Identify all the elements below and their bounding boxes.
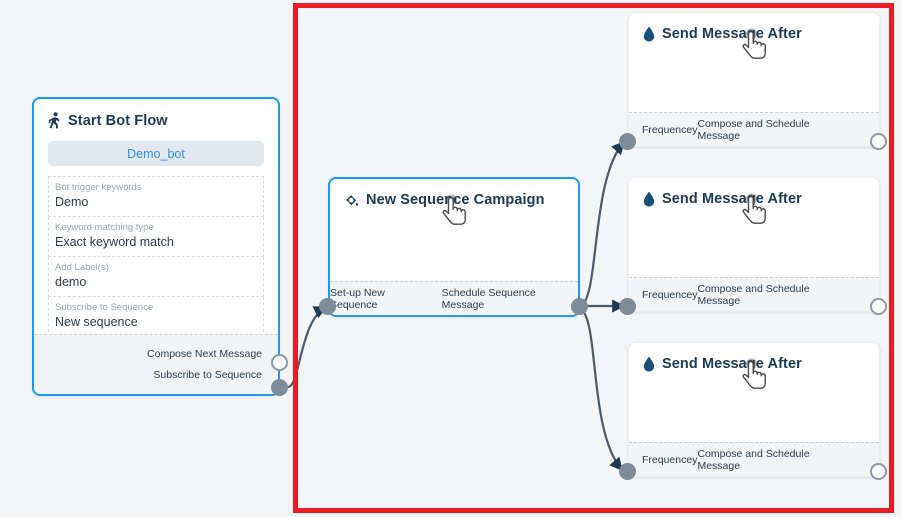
field-value: Demo [55,195,89,209]
hand-cursor-icon [731,25,777,69]
input-frequency[interactable]: Frequencey [642,288,698,301]
port-message-1-input[interactable] [619,133,636,150]
hand-cursor-icon [431,191,477,235]
water-drop-icon [643,356,655,372]
message-node-title: Send Message After [662,191,802,207]
field-bot-trigger-keywords[interactable]: Bot trigger keywords Demo [48,176,264,217]
start-node-footer: Compose Next Message Subscribe to Sequen… [34,334,278,394]
output-subscribe-to-sequence[interactable]: Subscribe to Sequence [153,369,262,381]
hand-cursor-icon [731,355,777,399]
water-drop-icon [643,191,655,207]
field-value: demo [55,275,87,289]
bot-name-label: Demo_bot [127,146,185,161]
output-compose-and-schedule-message[interactable]: Compose and Schedule Message [697,117,810,142]
node-new-sequence-campaign[interactable]: New Sequence Campaign Set-up New Sequenc… [328,177,580,317]
water-drop-icon [643,26,655,42]
port-subscribe-to-sequence[interactable] [271,379,288,396]
message-node-header: Send Message After [629,178,879,211]
port-compose-next-message[interactable] [271,354,288,371]
field-label: Add Label(s) [55,262,109,273]
sequence-node-footer: Set-up New Sequence Schedule Sequence Me… [330,281,578,315]
node-start-bot-flow[interactable]: Start Bot Flow Demo_bot Bot trigger keyw… [32,97,280,396]
field-label: Keyword matching type [55,222,154,233]
port-sequence-input[interactable] [319,298,336,315]
port-message-2-input[interactable] [619,298,636,315]
start-node-header: Start Bot Flow [34,99,278,133]
wire-sequence-to-message-1 [579,141,625,308]
message-node-footer: Frequencey Compose and Schedule Message [629,277,879,311]
sequence-node-title: New Sequence Campaign [366,192,545,208]
port-sequence-output[interactable] [571,298,588,315]
sequence-node-header: New Sequence Campaign [330,179,578,212]
wire-start-to-sequence [287,306,328,389]
message-node-header: Send Message After [629,13,879,46]
paint-pot-icon [344,193,359,208]
running-person-icon [48,112,61,129]
field-value: Exact keyword match [55,235,174,249]
input-frequency[interactable]: Frequencey [642,453,698,466]
start-node-fields: Bot trigger keywords Demo Keyword matchi… [48,176,264,337]
field-add-labels[interactable]: Add Label(s) demo [48,257,264,297]
node-send-message-after-3[interactable]: Send Message After Frequencey Compose an… [628,342,880,477]
node-send-message-after-2[interactable]: Send Message After Frequencey Compose an… [628,177,880,312]
port-message-3-output[interactable] [870,463,887,480]
field-keyword-matching-type[interactable]: Keyword matching type Exact keyword matc… [48,217,264,257]
output-compose-and-schedule-message[interactable]: Compose and Schedule Message [697,447,810,472]
message-node-title: Send Message After [662,356,802,372]
port-message-2-output[interactable] [870,298,887,315]
message-node-footer: Frequencey Compose and Schedule Message [629,112,879,146]
port-message-3-input[interactable] [619,463,636,480]
output-schedule-sequence-message[interactable]: Schedule Sequence Message [441,286,536,311]
field-subscribe-to-sequence[interactable]: Subscribe to Sequence New sequence [48,297,264,337]
hand-cursor-icon [731,190,777,234]
start-node-title: Start Bot Flow [68,112,168,129]
port-message-1-output[interactable] [870,133,887,150]
output-compose-and-schedule-message[interactable]: Compose and Schedule Message [697,282,810,307]
output-compose-next-message[interactable]: Compose Next Message [147,348,262,360]
message-node-footer: Frequencey Compose and Schedule Message [629,442,879,476]
message-node-header: Send Message After [629,343,879,376]
node-send-message-after-1[interactable]: Send Message After Frequencey Compose an… [628,12,880,147]
input-frequency[interactable]: Frequencey [642,123,698,136]
input-setup-new-sequence[interactable]: Set-up New Sequence [330,286,385,311]
bot-name-pill[interactable]: Demo_bot [48,141,264,166]
field-label: Subscribe to Sequence [55,302,154,313]
field-label: Bot trigger keywords [55,182,142,193]
wire-sequence-to-message-3 [579,307,623,472]
field-value: New sequence [55,315,138,329]
message-node-title: Send Message After [662,26,802,42]
